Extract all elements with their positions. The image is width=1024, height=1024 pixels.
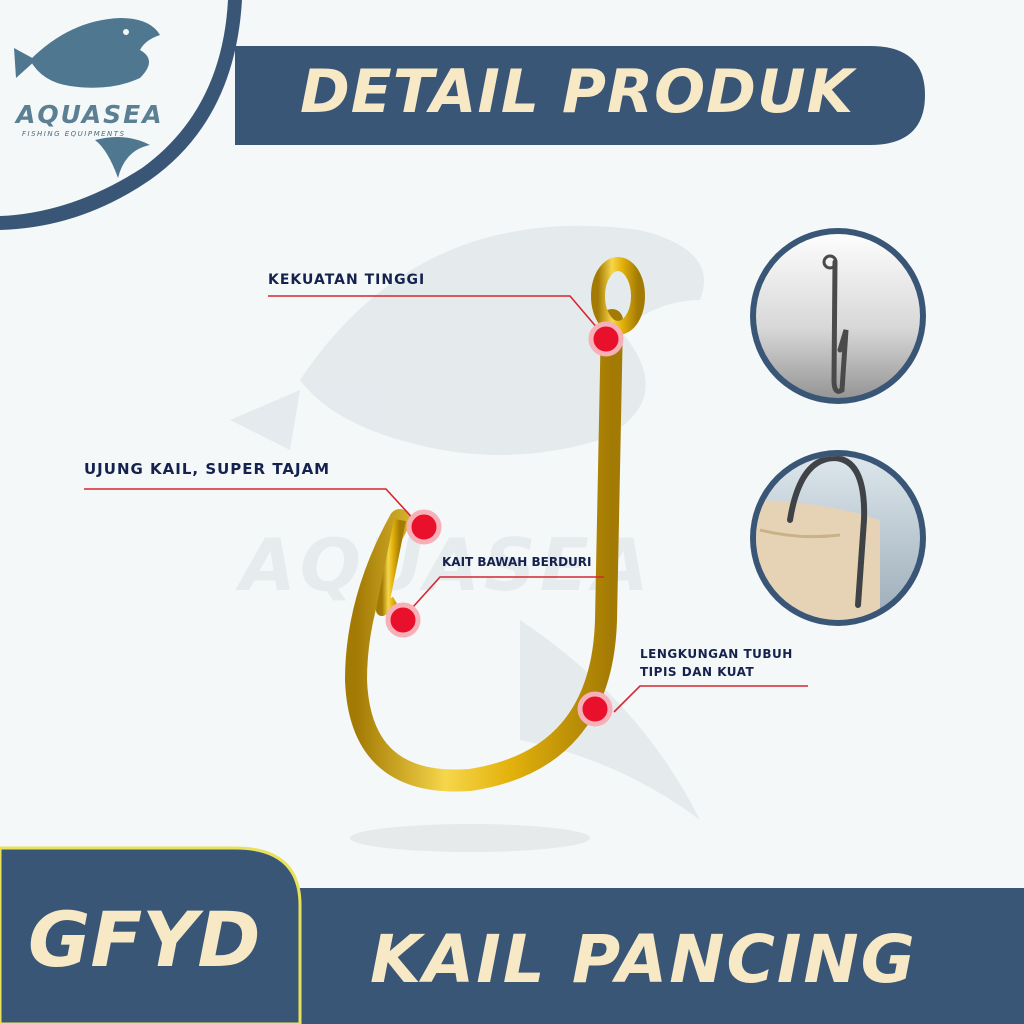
callout-line-tip [84,488,419,525]
callout-markers [385,321,624,727]
brand-tagline: FISHING EQUIPMENTS [22,130,126,138]
callout-curve-line1: LENGKUNGAN TUBUH [640,647,793,661]
page-title: DETAIL PRODUK [300,57,855,127]
thumbnail-hook-wood [750,450,926,626]
callout-strength: KEKUATAN TINGGI [268,272,426,288]
logo-fish-icon [14,18,160,178]
header-bar [235,46,925,145]
marker-tip [406,509,442,545]
callout-barb: KAIT BAWAH BERDURI [442,555,592,569]
svg-text:AQUASEA: AQUASEA [235,523,653,607]
thumbnail-hook-plain [750,228,926,404]
callout-curve-line2: TIPIS DAN KUAT [640,665,755,679]
marker-barb [385,602,421,638]
marker-curve [577,691,613,727]
product-name: KAIL PANCING [370,921,917,998]
callout-line-curve [613,685,808,713]
callout-line-barb [403,576,604,618]
callout-line-strength [268,295,605,337]
callout-tip: UJUNG KAIL, SUPER TAJAM [84,460,331,478]
product-code: GFYD [28,895,261,984]
footer-tab [0,846,302,1024]
brand-logo-text: AQUASEA [16,100,164,129]
marker-strength [588,321,624,357]
